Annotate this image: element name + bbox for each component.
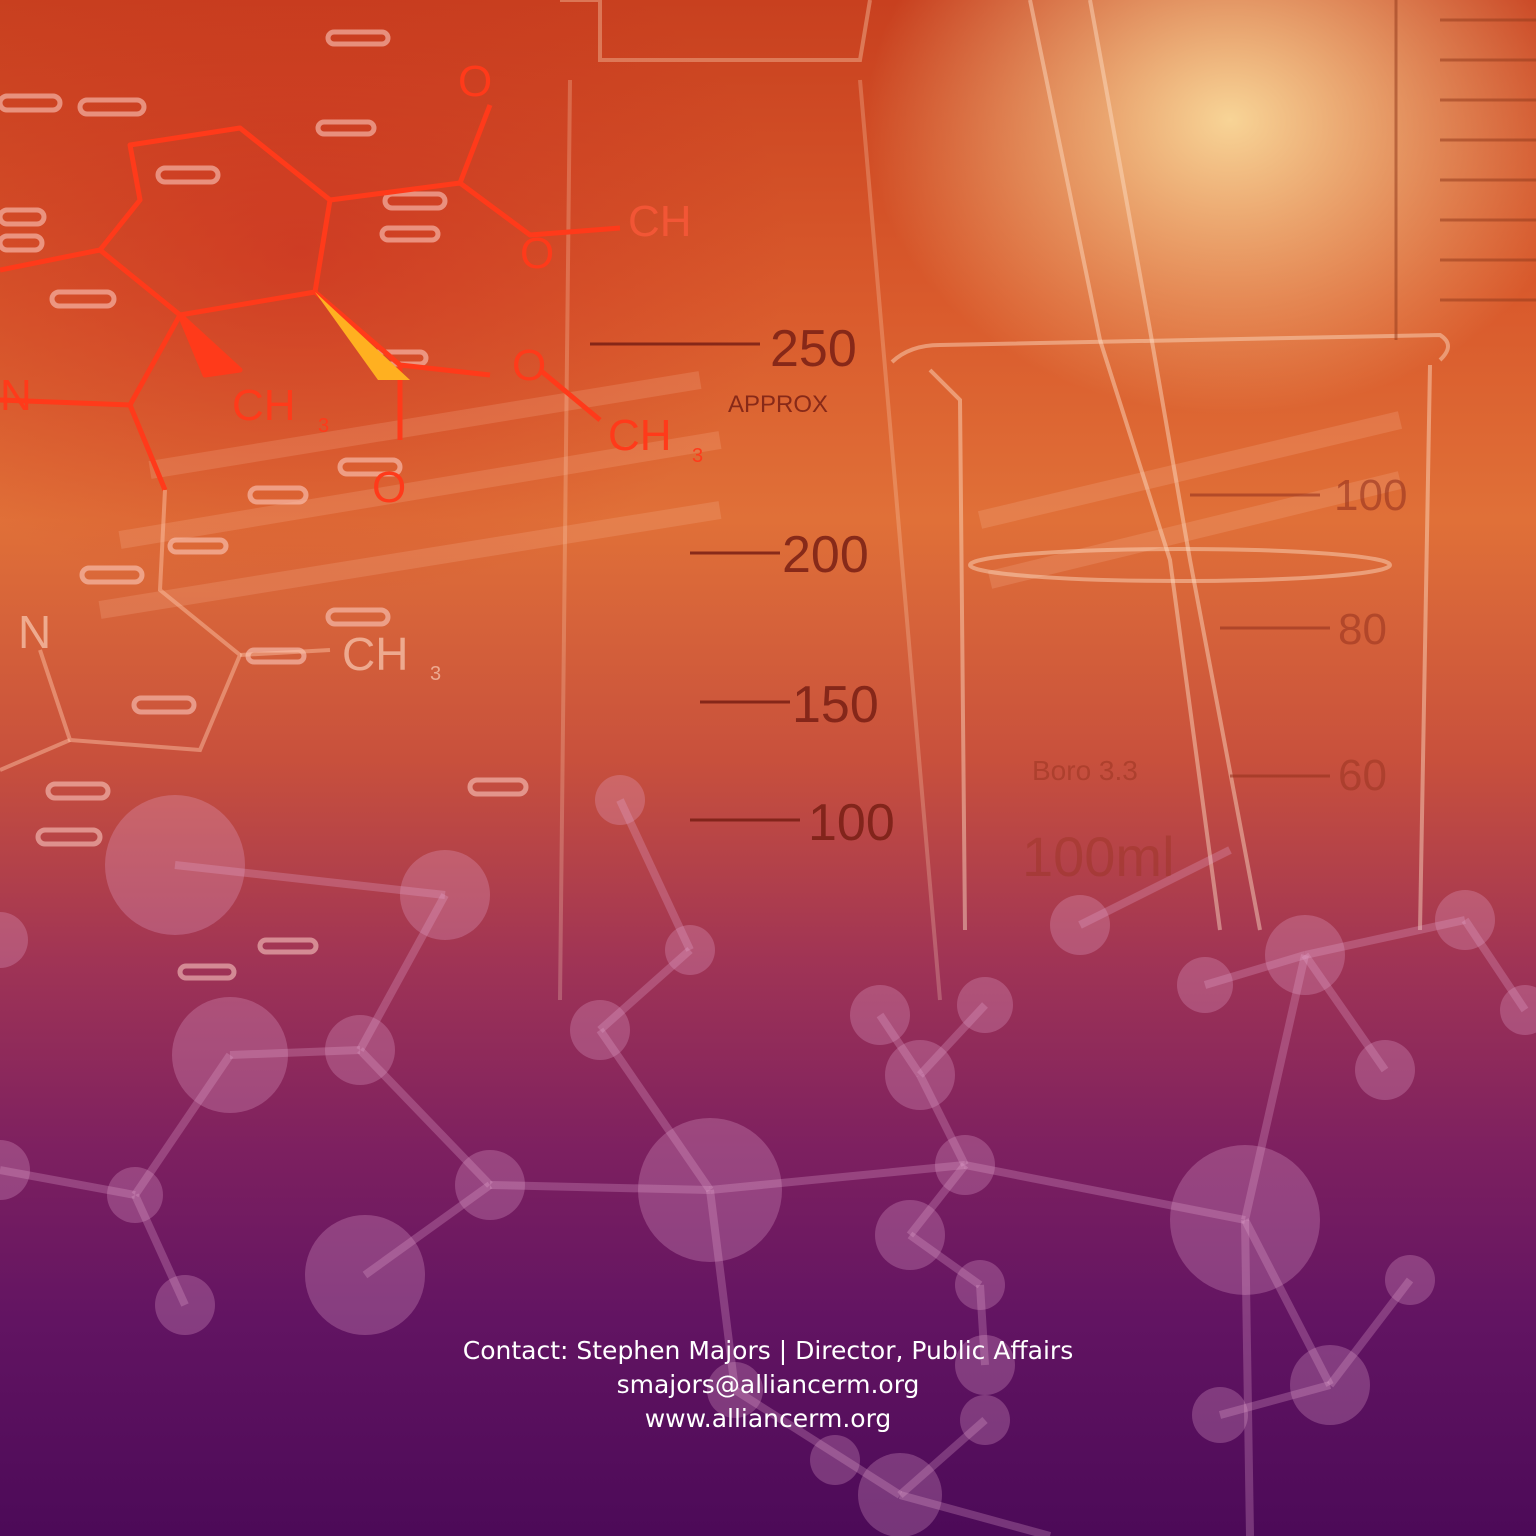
formula-n-a: N [0,371,32,420]
chemical-structure-faint [0,489,331,772]
formula-ch3-c: CH [342,628,408,680]
contact-email[interactable]: smajors@alliancerm.org [616,1370,920,1399]
formula-sub-3-b: 3 [692,445,703,467]
dna-text-texture [98,371,1403,619]
ruler-ticks [1394,0,1536,340]
formula-sub-3-c: 3 [430,663,441,685]
scale-200-label: 200 [782,526,869,584]
formula-o-low-a: O [512,341,546,390]
contact-line: Contact: Stephen Majors | Director, Publ… [462,1336,1074,1365]
chemical-structure-icon [0,104,621,491]
scale-approx-label: APPROX [728,391,828,418]
formula-n-b: N [18,606,51,658]
beaker-boro-label: Boro 3.3 [1032,755,1138,786]
contact-website[interactable]: www.alliancerm.org [644,1404,892,1433]
beaker-ml-label: 100ml [1022,825,1175,888]
lab-beaker-icon: 250 APPROX 200 150 100 [558,0,942,1001]
gel-bands [0,29,529,981]
beaker-80-label: 80 [1338,605,1387,654]
formula-o-top: O [458,57,492,106]
formula-ch-top: CH [628,197,692,246]
beaker-glass [890,0,1450,931]
formula-ch3-b: CH [608,411,672,460]
formula-o-low: O [372,463,406,512]
contact-block: Contact: Stephen Majors | Director, Publ… [0,1334,1536,1436]
formula-o-mid: O [520,229,554,278]
scale-250-label: 250 [770,320,857,378]
molecule-network-icon [0,775,1536,1536]
beaker-60-label: 60 [1338,751,1387,800]
scale-100-label: 100 [808,794,895,852]
scale-150-label: 150 [792,676,879,734]
formula-ch3-a: CH [232,381,296,430]
formula-sub-3-a: 3 [318,415,329,437]
beaker-100-label: 100 [1334,471,1407,520]
